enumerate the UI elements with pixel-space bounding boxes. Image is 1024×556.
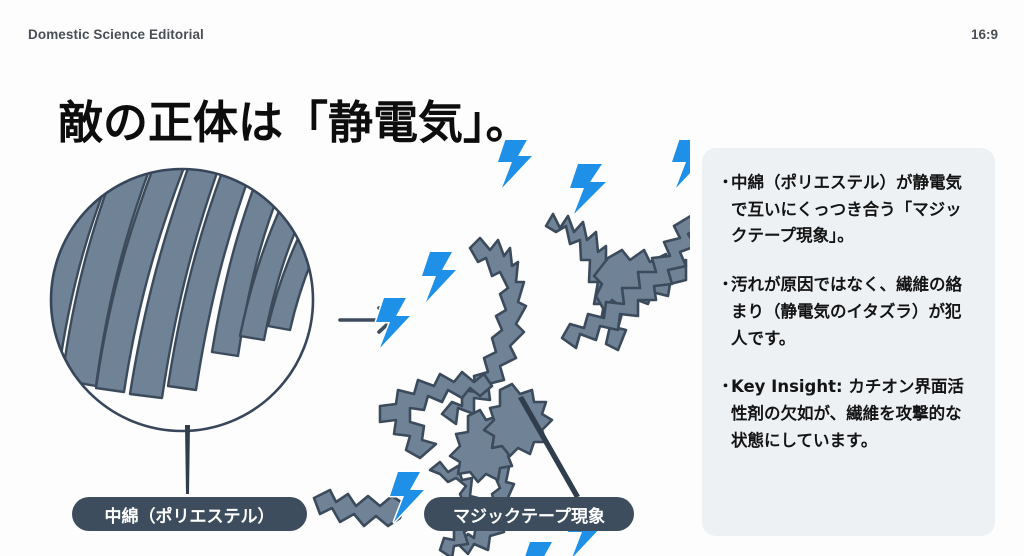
caption-pill-velcro-label: マジックテープ現象 bbox=[453, 506, 605, 527]
bullet-marker-1: ・ bbox=[718, 173, 734, 191]
caption-pill-polyester: 中綿（ポリエステル） bbox=[72, 497, 307, 531]
caption-pill-velcro: マジックテープ現象 bbox=[424, 497, 634, 531]
caption-leader-lines bbox=[185, 396, 580, 498]
page-title: 敵の正体は「静電気」。 bbox=[58, 96, 531, 149]
bullet-marker-3: ・ bbox=[718, 377, 734, 396]
bullet-text-2: 汚れが原因ではなく、繊維の絡まり（静電気のイタズラ）が犯人です。 bbox=[731, 275, 962, 348]
bullet-item-3: ・ Key Insight: カチオン界面活性剤の欠如が、繊維を攻撃的な状態にし… bbox=[718, 374, 977, 454]
leader-line-right bbox=[518, 396, 580, 498]
bullet-text-1: 中綿（ポリエステル）が静電気で互いにくっつき合う「マジックテープ現象」。 bbox=[731, 173, 962, 246]
fiber-illustration bbox=[0, 140, 690, 556]
smooth-fiber-group bbox=[49, 167, 315, 433]
leader-line-left bbox=[185, 425, 190, 494]
bullet-marker-2: ・ bbox=[718, 275, 734, 294]
header-brand-label: Domestic Science Editorial bbox=[28, 27, 204, 42]
bullet-text-3: Key Insight: カチオン界面活性剤の欠如が、繊維を攻撃的な状態にしてい… bbox=[731, 377, 964, 450]
bullet-item-1: ・ 中綿（ポリエステル）が静電気で互いにくっつき合う「マジックテープ現象」。 bbox=[718, 170, 977, 250]
aspect-ratio-label: 16:9 bbox=[970, 27, 998, 42]
caption-pill-polyester-label: 中綿（ポリエステル） bbox=[104, 506, 275, 527]
bullet-item-2: ・ 汚れが原因ではなく、繊維の絡まり（静電気のイタズラ）が犯人です。 bbox=[718, 272, 977, 352]
static-spark-icons bbox=[374, 140, 690, 556]
magnifier-circle-outline bbox=[49, 167, 315, 433]
key-points-panel: ・ 中綿（ポリエステル）が静電気で互いにくっつき合う「マジックテープ現象」。 ・… bbox=[702, 148, 995, 536]
